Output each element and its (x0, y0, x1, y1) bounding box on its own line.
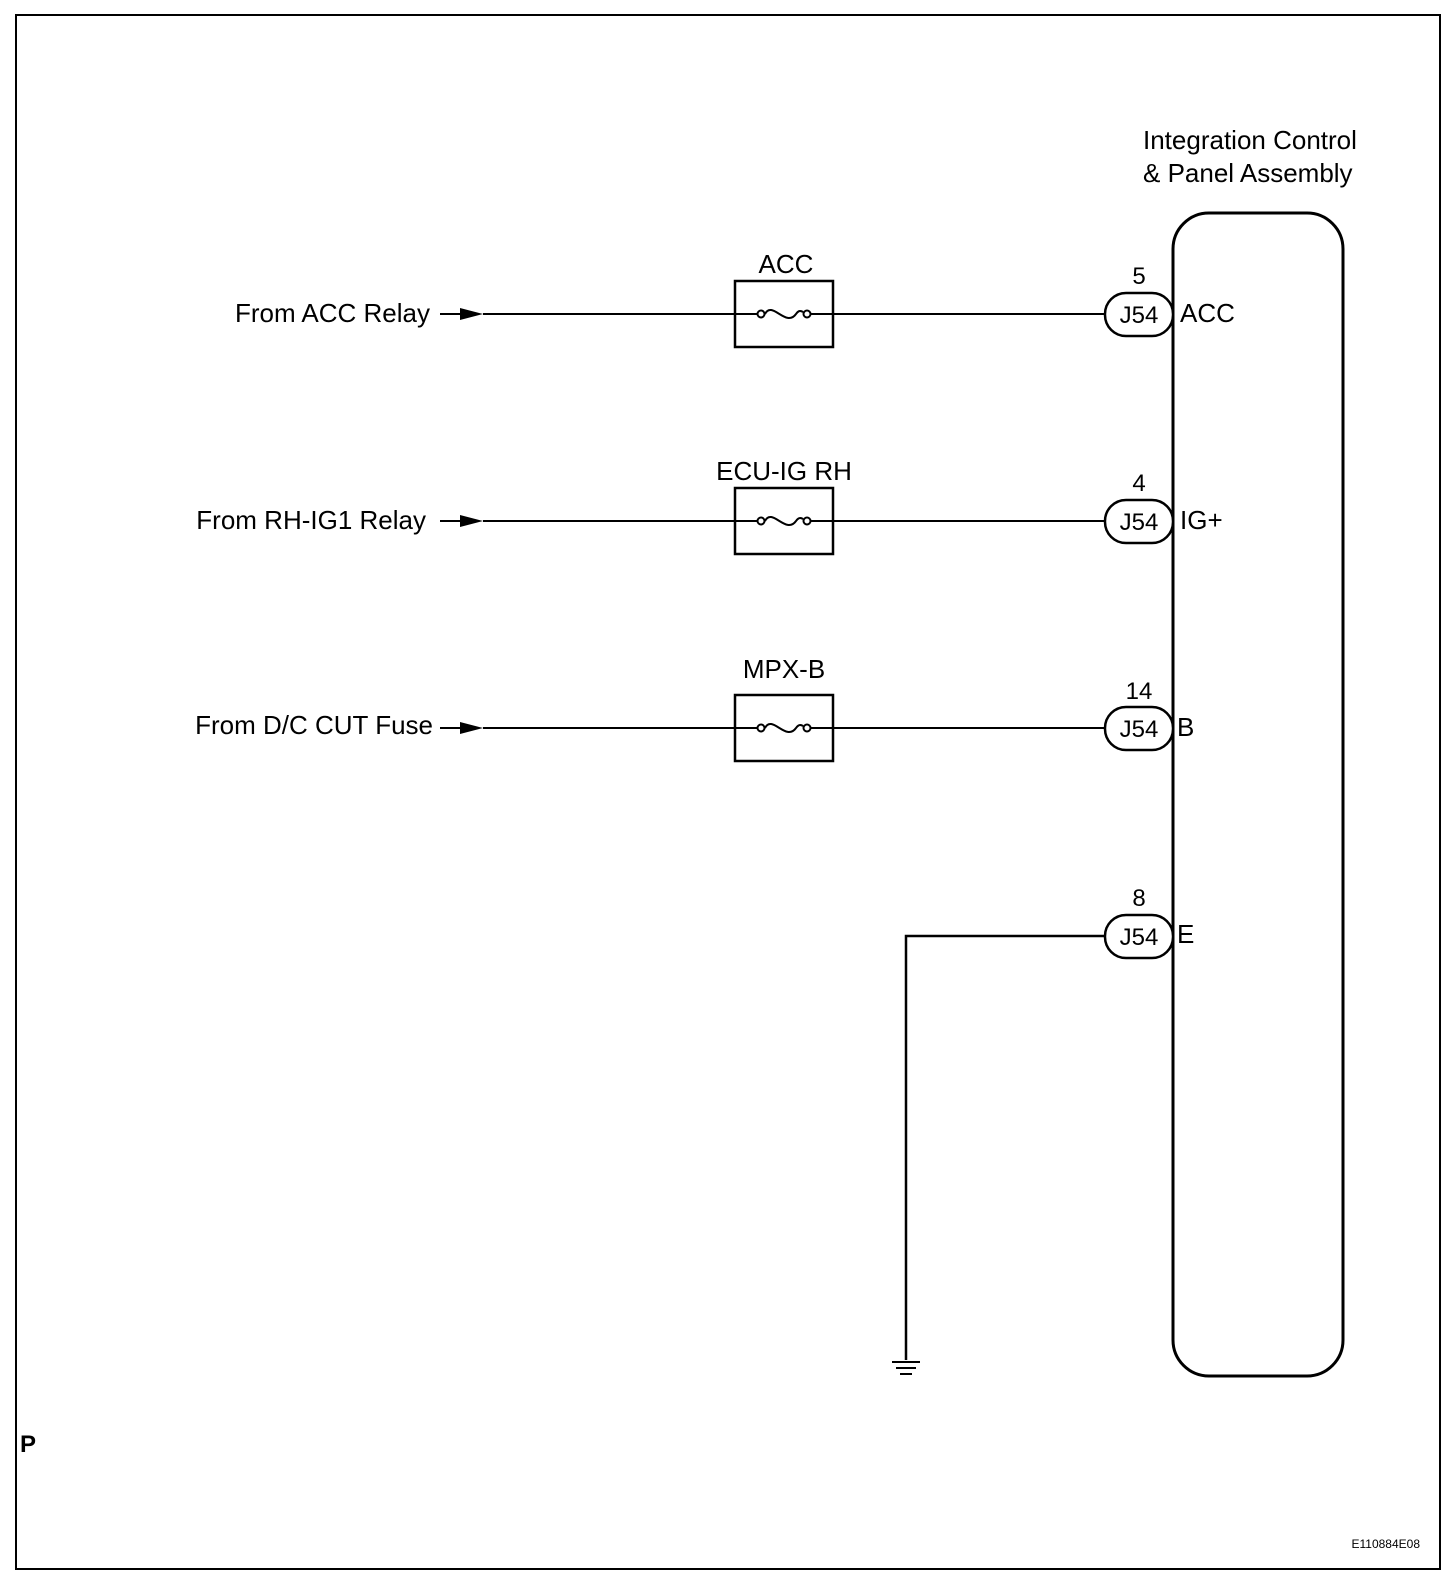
pin-number: 14 (1126, 678, 1153, 705)
terminal-label: ACC (1180, 298, 1235, 328)
connector-oval (1103, 913, 1175, 960)
source-label-dc-cut-fuse: From D/C CUT Fuse (195, 710, 433, 740)
integration-control-panel-assembly-body (1171, 211, 1345, 1378)
arrow-icon (460, 308, 483, 320)
terminal-label: E (1177, 919, 1194, 949)
circuit-acc: From ACC Relay ACC 5 J54 ACC (235, 249, 1235, 349)
ground-icon (892, 1361, 920, 1375)
fuse-label-ecu-ig-rh: ECU-IG RH (716, 456, 852, 486)
source-label-acc-relay: From ACC Relay (235, 298, 430, 328)
pin-number: 4 (1132, 470, 1145, 497)
fuse-icon (764, 723, 804, 734)
arrow-icon (460, 515, 483, 527)
connector-label: J54 (1120, 924, 1159, 951)
connector-oval (1103, 705, 1175, 752)
connector-label: J54 (1120, 302, 1159, 329)
ground-wire (904, 934, 1105, 1360)
figure-id: E110884E08 (1351, 1537, 1420, 1551)
circuit-b: From D/C CUT Fuse MPX-B 14 J54 B (195, 654, 1194, 763)
fuse-label-mpx-b: MPX-B (743, 654, 825, 684)
connector-label: J54 (1120, 509, 1159, 536)
corner-mark: P (20, 1431, 36, 1458)
fuse-icon (764, 309, 804, 320)
circuit-ig: From RH-IG1 Relay ECU-IG RH 4 J54 IG+ (196, 456, 1223, 556)
source-label-rh-ig1-relay: From RH-IG1 Relay (196, 505, 426, 535)
connector-oval (1103, 291, 1175, 338)
component-title-line1: Integration Control (1143, 125, 1357, 155)
arrow-icon (460, 722, 483, 734)
pin-number: 5 (1132, 263, 1145, 290)
diagram-frame (15, 14, 1441, 1570)
component-title-line2: & Panel Assembly (1143, 158, 1353, 188)
circuit-ground: 8 J54 E (892, 885, 1194, 1375)
fuse-icon (764, 516, 804, 527)
pin-number: 8 (1132, 885, 1145, 912)
terminal-label: IG+ (1180, 505, 1223, 535)
connector-label: J54 (1120, 716, 1159, 743)
terminal-label: B (1177, 712, 1194, 742)
connector-oval (1103, 498, 1175, 545)
fuse-label-acc: ACC (759, 249, 814, 279)
